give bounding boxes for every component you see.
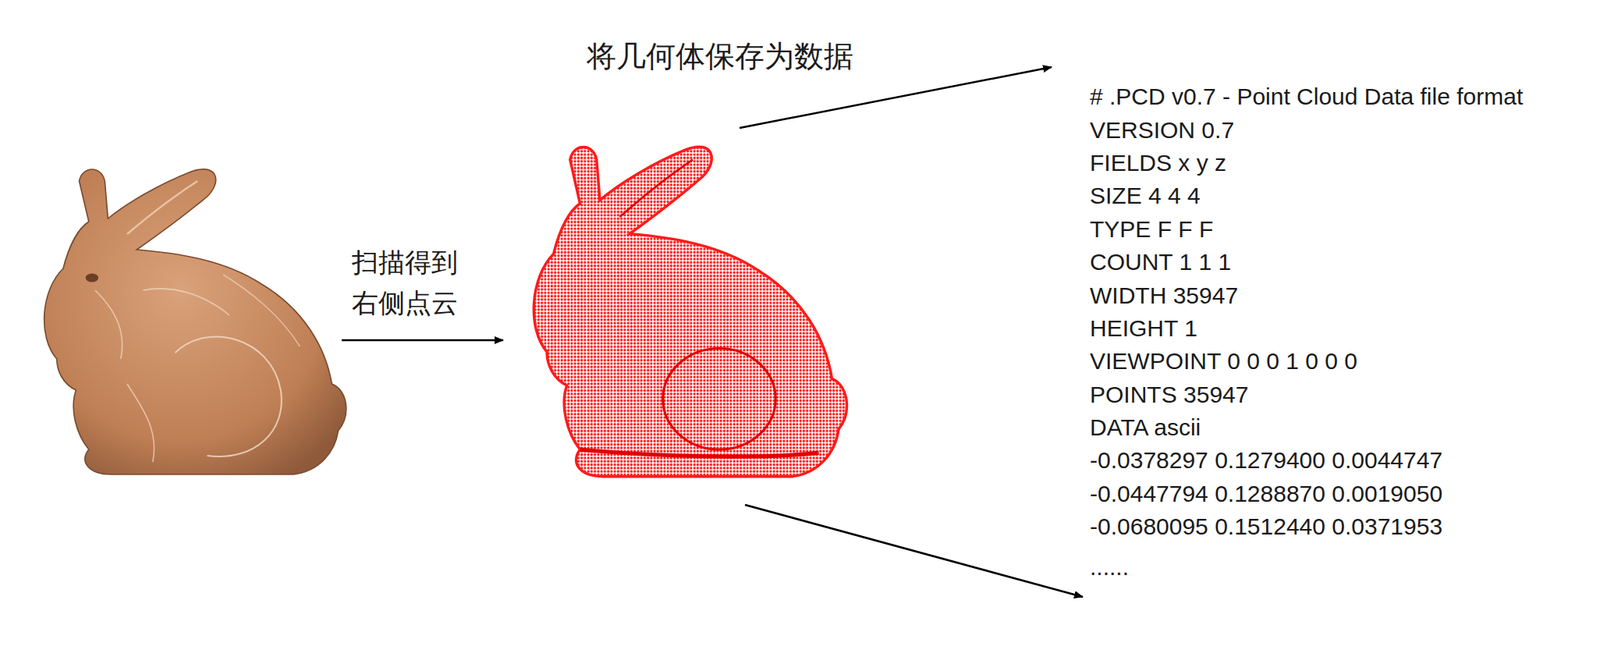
- pcd-header-line: COUNT 1 1 1: [1089, 246, 1232, 278]
- pcd-header-comment: # .PCD v0.7 - Point Cloud Data file form…: [1089, 81, 1523, 113]
- pcd-header-line: DATA ascii: [1089, 411, 1201, 444]
- save-arrow-top: [739, 67, 1052, 128]
- pcd-header-line: HEIGHT 1: [1089, 312, 1198, 345]
- pcd-header-line: VERSION 0.7: [1089, 114, 1235, 146]
- pcd-header-line: POINTS 35947: [1089, 379, 1249, 411]
- pcd-data-row: -0.0447794 0.1288870 0.0019050: [1089, 478, 1443, 510]
- pcd-header-line: FIELDS x y z: [1089, 147, 1227, 179]
- pcd-data-row: -0.0680095 0.1512440 0.0371953: [1089, 510, 1443, 543]
- pcd-header-line: WIDTH 35947: [1089, 280, 1239, 312]
- ellipsis: ......: [1089, 551, 1129, 583]
- pcd-header-line: SIZE 4 4 4: [1089, 180, 1201, 212]
- scan-arrow: [341, 339, 504, 342]
- scan-caption: 扫描得到 右侧点云: [351, 241, 474, 323]
- bunny-model: [44, 169, 347, 475]
- title-text: 将几何体保存为数据: [586, 37, 854, 75]
- pcd-header-line: TYPE F F F: [1089, 213, 1214, 245]
- point-cloud-bunny: [533, 146, 847, 477]
- pcd-header-line: VIEWPOINT 0 0 0 1 0 0 0: [1089, 345, 1358, 377]
- save-arrow-bottom: [745, 504, 1083, 597]
- pcd-data-row: -0.0378297 0.1279400 0.0044747: [1089, 444, 1443, 476]
